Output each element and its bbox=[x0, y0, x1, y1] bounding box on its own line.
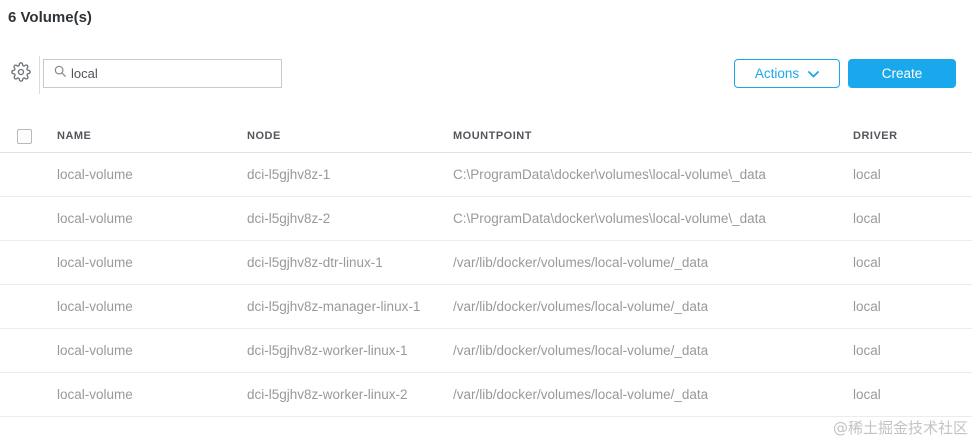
cell-name: local-volume bbox=[57, 255, 133, 270]
chevron-down-icon bbox=[808, 66, 820, 81]
column-header-node[interactable]: NODE bbox=[247, 130, 281, 142]
cell-node: dci-l5gjhv8z-worker-linux-2 bbox=[247, 387, 408, 402]
cell-name: local-volume bbox=[57, 299, 133, 314]
watermark: @稀土掘金技术社区 bbox=[832, 419, 968, 437]
search-input[interactable] bbox=[71, 60, 281, 87]
cell-mountpoint: C:\ProgramData\docker\volumes\local-volu… bbox=[453, 211, 766, 226]
settings-button[interactable] bbox=[10, 62, 32, 84]
table-header-row: NAME NODE MOUNTPOINT DRIVER bbox=[0, 120, 972, 153]
cell-name: local-volume bbox=[57, 167, 133, 182]
column-header-name[interactable]: NAME bbox=[57, 130, 92, 142]
table-body: local-volume dci-l5gjhv8z-1 C:\ProgramDa… bbox=[0, 153, 972, 417]
select-all-cell bbox=[0, 128, 57, 144]
search-box[interactable] bbox=[43, 59, 282, 88]
cell-mountpoint: /var/lib/docker/volumes/local-volume/_da… bbox=[453, 255, 709, 270]
cell-driver: local bbox=[853, 211, 881, 226]
gear-icon bbox=[11, 62, 31, 85]
create-button-label: Create bbox=[881, 66, 923, 81]
volumes-table: NAME NODE MOUNTPOINT DRIVER local-volume… bbox=[0, 120, 972, 417]
table-row[interactable]: local-volume dci-l5gjhv8z-dtr-linux-1 /v… bbox=[0, 241, 972, 285]
cell-mountpoint: /var/lib/docker/volumes/local-volume/_da… bbox=[453, 387, 709, 402]
search-icon bbox=[53, 64, 67, 83]
create-button[interactable]: Create bbox=[848, 59, 956, 88]
toolbar-divider bbox=[39, 56, 40, 94]
cell-name: local-volume bbox=[57, 343, 133, 358]
cell-node: dci-l5gjhv8z-1 bbox=[247, 167, 331, 182]
cell-driver: local bbox=[853, 255, 881, 270]
cell-driver: local bbox=[853, 167, 881, 182]
table-row[interactable]: local-volume dci-l5gjhv8z-worker-linux-2… bbox=[0, 373, 972, 417]
actions-button-label: Actions bbox=[754, 66, 800, 81]
cell-driver: local bbox=[853, 343, 881, 358]
column-header-driver[interactable]: DRIVER bbox=[853, 130, 898, 142]
cell-driver: local bbox=[853, 387, 881, 402]
cell-mountpoint: /var/lib/docker/volumes/local-volume/_da… bbox=[453, 343, 709, 358]
cell-node: dci-l5gjhv8z-manager-linux-1 bbox=[247, 299, 421, 314]
table-row[interactable]: local-volume dci-l5gjhv8z-worker-linux-1… bbox=[0, 329, 972, 373]
column-header-mountpoint[interactable]: MOUNTPOINT bbox=[453, 130, 532, 142]
cell-node: dci-l5gjhv8z-worker-linux-1 bbox=[247, 343, 408, 358]
cell-mountpoint: /var/lib/docker/volumes/local-volume/_da… bbox=[453, 299, 709, 314]
table-row[interactable]: local-volume dci-l5gjhv8z-manager-linux-… bbox=[0, 285, 972, 329]
cell-name: local-volume bbox=[57, 211, 133, 226]
table-row[interactable]: local-volume dci-l5gjhv8z-1 C:\ProgramDa… bbox=[0, 153, 972, 197]
actions-button[interactable]: Actions bbox=[734, 59, 840, 88]
page-title: 6 Volume(s) bbox=[8, 9, 92, 26]
cell-node: dci-l5gjhv8z-dtr-linux-1 bbox=[247, 255, 383, 270]
table-row[interactable]: local-volume dci-l5gjhv8z-2 C:\ProgramDa… bbox=[0, 197, 972, 241]
select-all-checkbox[interactable] bbox=[17, 128, 32, 144]
cell-node: dci-l5gjhv8z-2 bbox=[247, 211, 331, 226]
cell-mountpoint: C:\ProgramData\docker\volumes\local-volu… bbox=[453, 167, 766, 182]
cell-name: local-volume bbox=[57, 387, 133, 402]
cell-driver: local bbox=[853, 299, 881, 314]
